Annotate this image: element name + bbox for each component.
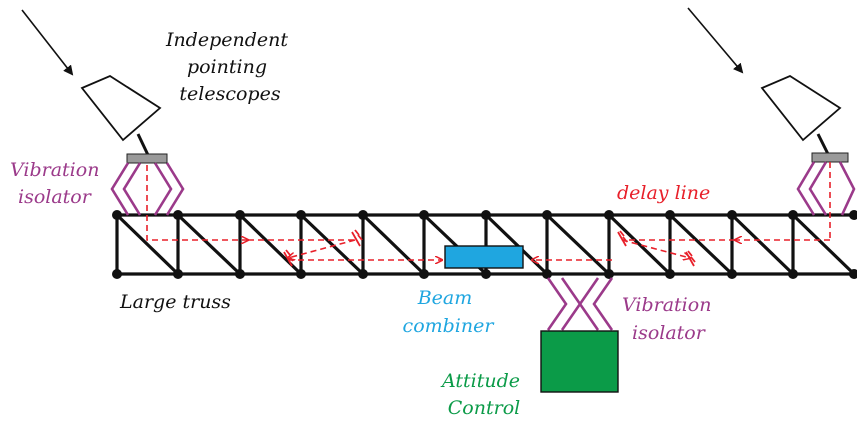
- vibration-isolator-right: [796, 161, 856, 216]
- vibration-isolator-left-label: Vibration isolator: [10, 159, 105, 208]
- vibration-isolator-left: [110, 162, 185, 216]
- telescope-left: [80, 74, 168, 164]
- truss-nodes: [112, 210, 857, 279]
- starlight-arrow-right: [687, 7, 744, 74]
- mount-right: [811, 152, 849, 163]
- mount-left: [126, 153, 168, 164]
- telescope-right: [760, 74, 849, 163]
- starlight-arrow-left: [21, 9, 74, 76]
- attitude-control-box: [540, 330, 619, 393]
- attitude-control-label: Attitude Control: [440, 370, 526, 419]
- vibration-isolator-center-label: Vibration isolator: [622, 294, 717, 344]
- beam-combiner-label: Beam combiner: [403, 287, 496, 337]
- vibration-isolator-center: [546, 277, 614, 331]
- optical-path: [146, 162, 831, 260]
- beam-combiner-box: [444, 245, 524, 269]
- delay-mirrors: [283, 229, 696, 267]
- large-truss-label: Large truss: [119, 291, 231, 313]
- delay-line-label: delay line: [617, 182, 710, 204]
- telescopes-label: Independent pointing telescopes: [165, 29, 294, 105]
